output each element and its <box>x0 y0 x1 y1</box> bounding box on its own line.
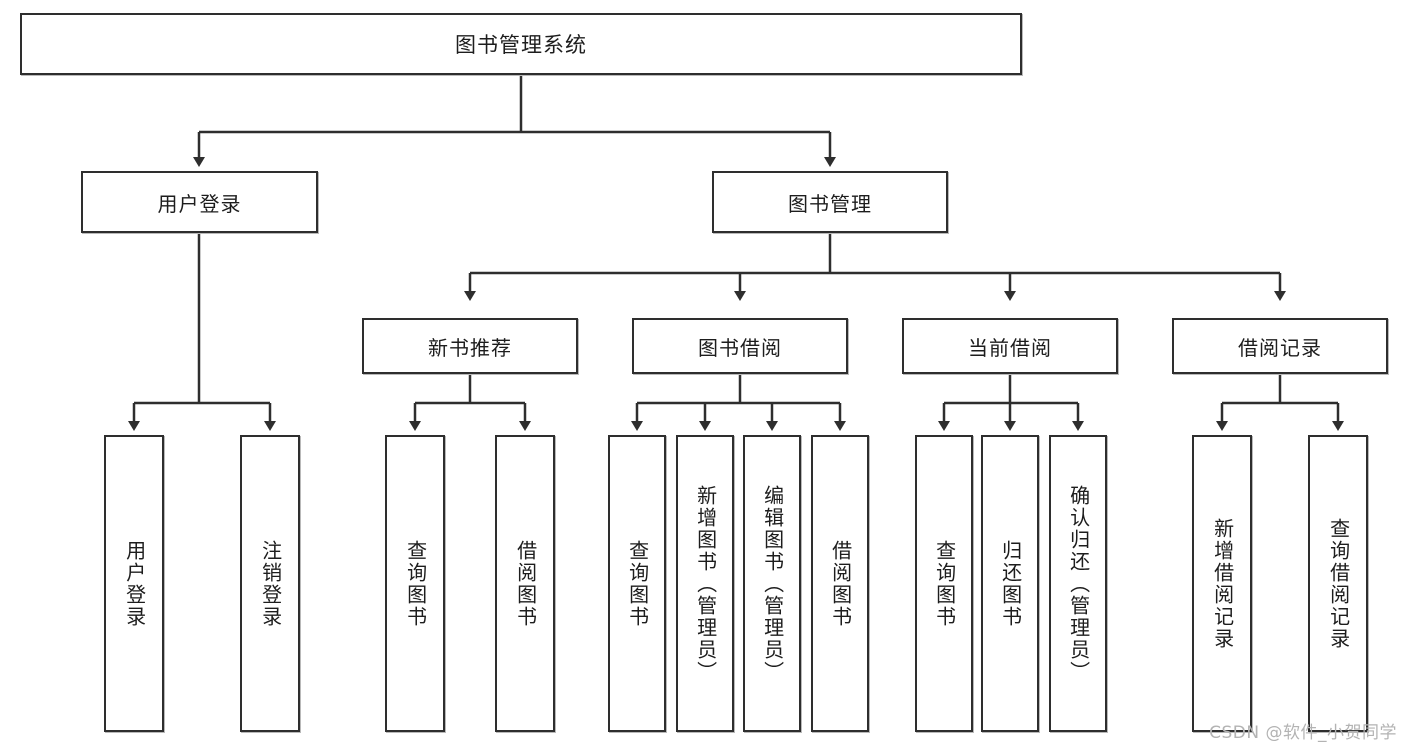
leaf-query-book-current-label: 查询图书 <box>932 539 957 628</box>
leaf-borrow-book-label: 借阅图书 <box>828 539 853 628</box>
node-new-book-recommend-label: 新书推荐 <box>428 335 512 360</box>
leaf-borrow-book-recommend[interactable]: 借阅图书 <box>495 435 555 732</box>
leaf-user-login[interactable]: 用户登录 <box>104 435 164 732</box>
node-root[interactable]: 图书管理系统 <box>20 13 1022 75</box>
node-user-login[interactable]: 用户登录 <box>81 171 318 233</box>
node-borrow-record-label: 借阅记录 <box>1238 335 1322 360</box>
leaf-query-book-recommend-label: 查询图书 <box>403 539 428 628</box>
node-book-borrow[interactable]: 图书借阅 <box>632 318 848 374</box>
node-book-management[interactable]: 图书管理 <box>712 171 948 233</box>
leaf-query-borrow-record[interactable]: 查询借阅记录 <box>1308 435 1368 732</box>
leaf-query-borrow-record-label: 查询借阅记录 <box>1326 517 1351 650</box>
watermark-text: CSDN @软件_小贺同学 <box>1209 723 1397 743</box>
node-root-label: 图书管理系统 <box>455 33 587 57</box>
leaf-query-book-recommend[interactable]: 查询图书 <box>385 435 445 732</box>
leaf-user-login-label: 用户登录 <box>122 539 147 628</box>
node-borrow-record[interactable]: 借阅记录 <box>1172 318 1388 374</box>
leaf-edit-book-admin-label: 编辑图书（管理员） <box>760 484 785 683</box>
node-book-borrow-label: 图书借阅 <box>698 335 782 360</box>
leaf-confirm-return-admin[interactable]: 确认归还（管理员） <box>1049 435 1107 732</box>
node-current-borrow[interactable]: 当前借阅 <box>902 318 1118 374</box>
leaf-user-logout-label: 注销登录 <box>258 539 283 628</box>
leaf-user-logout[interactable]: 注销登录 <box>240 435 300 732</box>
leaf-return-book-label: 归还图书 <box>998 539 1023 628</box>
node-new-book-recommend[interactable]: 新书推荐 <box>362 318 578 374</box>
leaf-add-borrow-record[interactable]: 新增借阅记录 <box>1192 435 1252 732</box>
leaf-borrow-book-recommend-label: 借阅图书 <box>513 539 538 628</box>
leaf-query-book-borrow[interactable]: 查询图书 <box>608 435 666 732</box>
leaf-add-book-admin-label: 新增图书（管理员） <box>693 484 718 683</box>
node-user-login-label: 用户登录 <box>157 191 242 216</box>
leaf-query-book-current[interactable]: 查询图书 <box>915 435 973 732</box>
leaf-query-book-borrow-label: 查询图书 <box>625 539 650 628</box>
leaf-return-book[interactable]: 归还图书 <box>981 435 1039 732</box>
leaf-confirm-return-admin-label: 确认归还（管理员） <box>1066 484 1091 683</box>
leaf-add-book-admin[interactable]: 新增图书（管理员） <box>676 435 734 732</box>
leaf-add-borrow-record-label: 新增借阅记录 <box>1210 517 1235 650</box>
leaf-edit-book-admin[interactable]: 编辑图书（管理员） <box>743 435 801 732</box>
node-book-management-label: 图书管理 <box>788 191 872 216</box>
node-current-borrow-label: 当前借阅 <box>968 335 1052 360</box>
leaf-borrow-book[interactable]: 借阅图书 <box>811 435 869 732</box>
